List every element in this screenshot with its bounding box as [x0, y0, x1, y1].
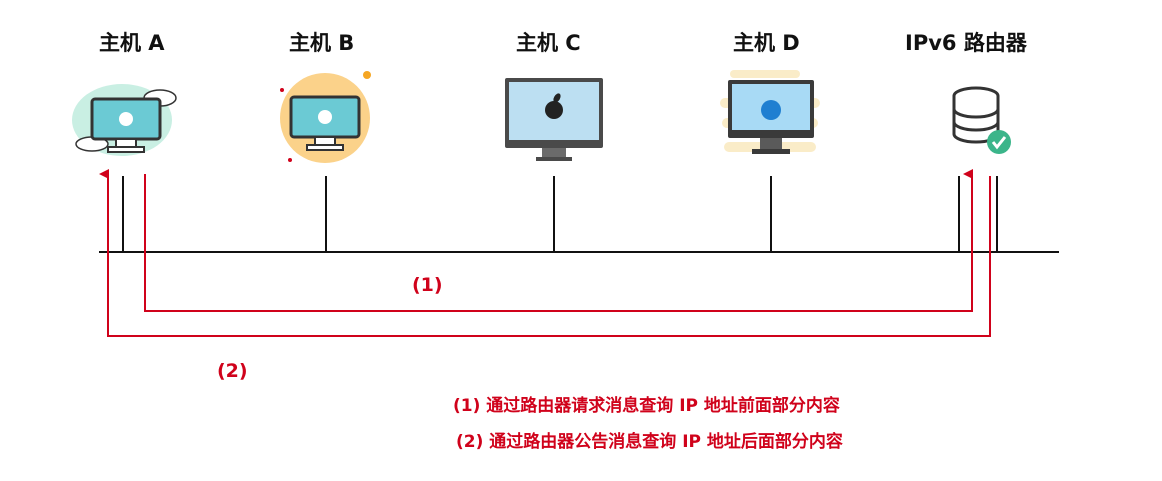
- arrow-1-label: (1): [412, 274, 443, 296]
- router-label: IPv6 路由器: [905, 31, 1027, 55]
- legend-item-1: (1) 通过路由器请求消息查询 IP 地址前面部分内容: [453, 396, 840, 416]
- database-check-icon: [952, 86, 1011, 154]
- computer-cloud-icon: [72, 84, 177, 156]
- host-b-label: 主机 B: [289, 31, 355, 55]
- host-c-label: 主机 C: [516, 31, 581, 55]
- arrow-request: [144, 169, 973, 312]
- host-a-label: 主机 A: [99, 31, 165, 55]
- legend-item-2: (2) 通过路由器公告消息查询 IP 地址后面部分内容: [456, 432, 843, 452]
- computer-circle-icon: [280, 71, 371, 163]
- arrow-advertisement: [99, 169, 991, 337]
- imac-stripes-icon: [720, 70, 820, 154]
- arrow-2-label: (2): [217, 360, 248, 382]
- imac-icon: [505, 78, 603, 161]
- host-d-label: 主机 D: [733, 31, 800, 55]
